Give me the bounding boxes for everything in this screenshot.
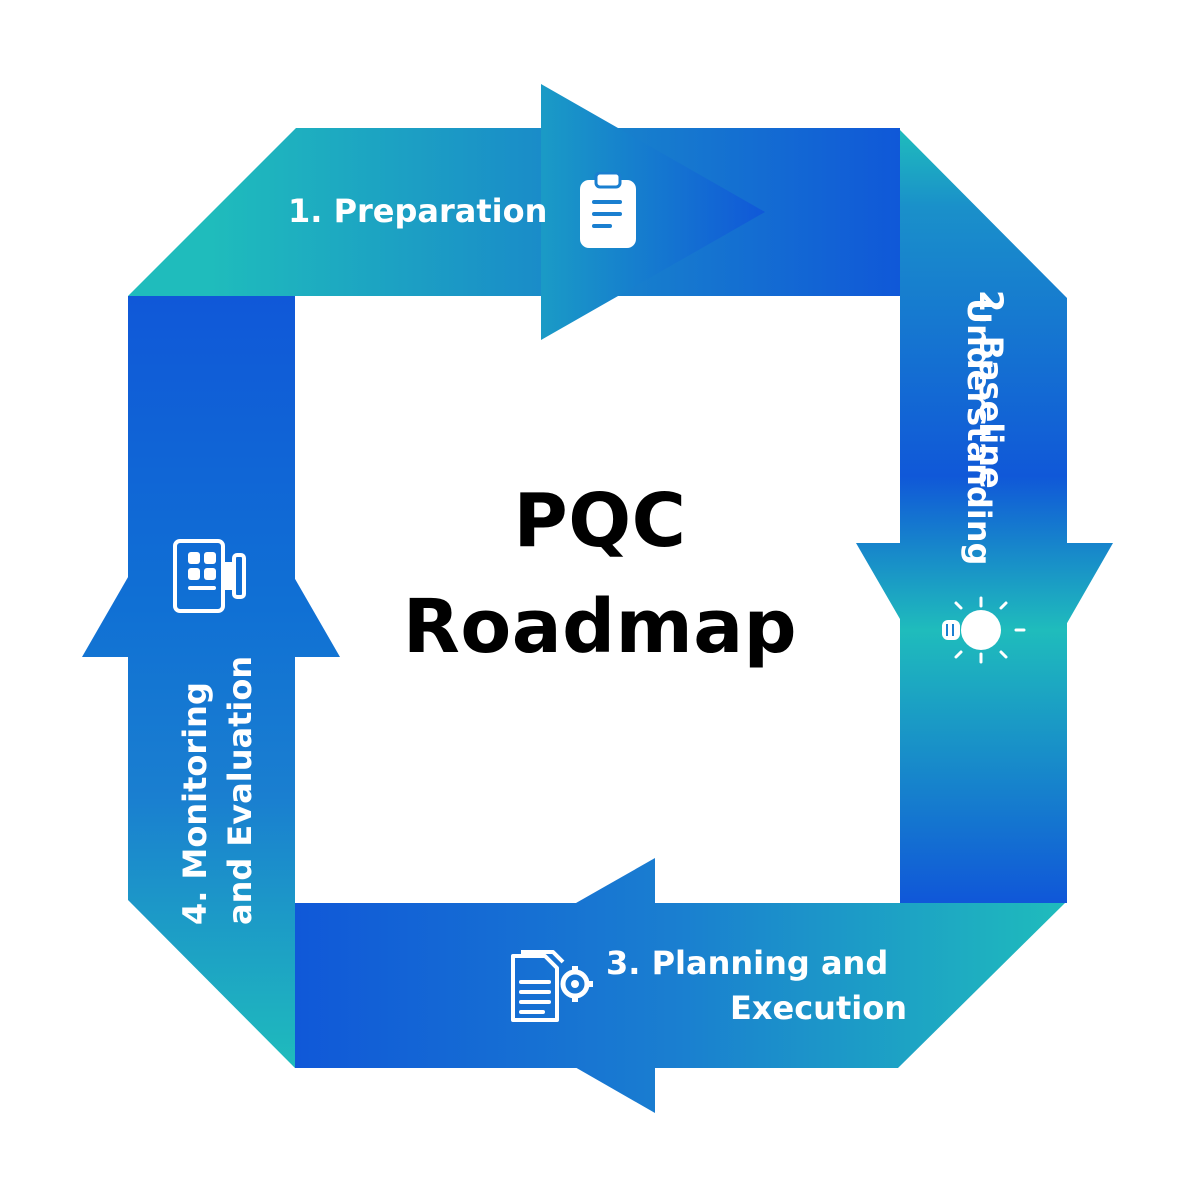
lightbulb-icon <box>942 596 1026 664</box>
arrow-preparation <box>128 84 900 340</box>
diagram-title-line2: Roadmap <box>402 584 798 670</box>
clipboard-icon <box>580 172 636 248</box>
step-4-label-line2: and Evaluation <box>221 655 259 925</box>
arrow-planning <box>295 858 1065 1113</box>
step-3-label-line1: 3. Planning and <box>606 944 889 982</box>
step-3-label-line2: Execution <box>730 989 907 1027</box>
step-4-label-line1: 4. Monitoring <box>176 682 214 925</box>
document-gear-icon <box>511 950 593 1022</box>
step-1-label: 1. Preparation <box>288 192 548 230</box>
step-2-label-line2: Understanding <box>960 298 998 566</box>
arrow-baseline <box>856 130 1113 903</box>
diagram-title-line1: PQC <box>513 478 687 564</box>
dashboard-monitor-icon <box>173 539 246 613</box>
arrow-monitoring <box>82 296 340 1068</box>
